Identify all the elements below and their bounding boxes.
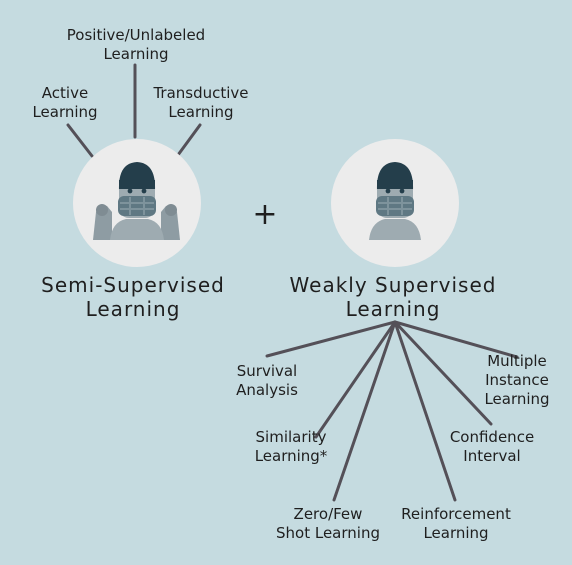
connector-survival bbox=[265, 320, 397, 358]
label-survival-analysis: Survival Analysis bbox=[236, 362, 298, 400]
label-reinforcement-learning: Reinforcement Learning bbox=[401, 505, 511, 543]
strong-robot-icon bbox=[73, 139, 201, 267]
label-line: Active bbox=[41, 84, 89, 102]
label-line: Learning bbox=[32, 103, 98, 121]
connector-multiple bbox=[393, 320, 519, 359]
label-line: Learning bbox=[484, 390, 550, 408]
label-line: Learning bbox=[423, 524, 489, 542]
connector-zero-few bbox=[332, 320, 397, 502]
label-line: Transductive bbox=[153, 84, 249, 102]
label-line: Survival bbox=[236, 362, 298, 380]
left-connectors bbox=[66, 63, 202, 158]
label-confidence-interval: Confidence Interval bbox=[450, 428, 534, 466]
robot-bust-icon bbox=[331, 139, 459, 267]
connector-active bbox=[66, 123, 94, 158]
plus-operator: + bbox=[252, 197, 278, 232]
label-line: Confidence bbox=[449, 428, 535, 446]
label-line: Analysis bbox=[236, 381, 298, 399]
label-line: Multiple bbox=[487, 352, 547, 370]
label-line: Shot Learning bbox=[276, 524, 380, 542]
title-line: Weakly Supervised bbox=[289, 273, 497, 297]
connector-similarity bbox=[314, 320, 397, 439]
label-active-learning: Active Learning bbox=[32, 84, 97, 122]
label-line: Zero/Few bbox=[293, 505, 363, 523]
title-line: Learning bbox=[345, 297, 441, 321]
label-zero-few-shot: Zero/Few Shot Learning bbox=[276, 505, 380, 543]
title-line: Semi-Supervised bbox=[41, 273, 225, 297]
title-weakly-supervised: Weakly Supervised Learning bbox=[290, 273, 497, 321]
label-line: Similarity bbox=[255, 428, 327, 446]
label-similarity-learning: Similarity Learning* bbox=[255, 428, 328, 466]
right-connectors bbox=[265, 320, 519, 502]
label-line: Learning bbox=[103, 45, 169, 63]
connector-reinforcement bbox=[393, 320, 457, 502]
label-line: Reinforcement bbox=[401, 505, 511, 523]
label-transductive-learning: Transductive Learning bbox=[153, 84, 248, 122]
label-multiple-instance-learning: Multiple Instance Learning bbox=[484, 352, 549, 409]
label-line: Positive/Unlabeled bbox=[66, 26, 206, 44]
connector-transductive bbox=[176, 123, 202, 157]
label-line: Interval bbox=[463, 447, 521, 465]
label-line: Learning* bbox=[254, 447, 328, 465]
label-line: Learning bbox=[168, 103, 234, 121]
connector-confidence bbox=[393, 320, 493, 426]
label-positive-unlabeled: Positive/Unlabeled Learning bbox=[67, 26, 205, 64]
label-line: Instance bbox=[485, 371, 549, 389]
title-semi-supervised: Semi-Supervised Learning bbox=[41, 273, 225, 321]
title-line: Learning bbox=[85, 297, 181, 321]
